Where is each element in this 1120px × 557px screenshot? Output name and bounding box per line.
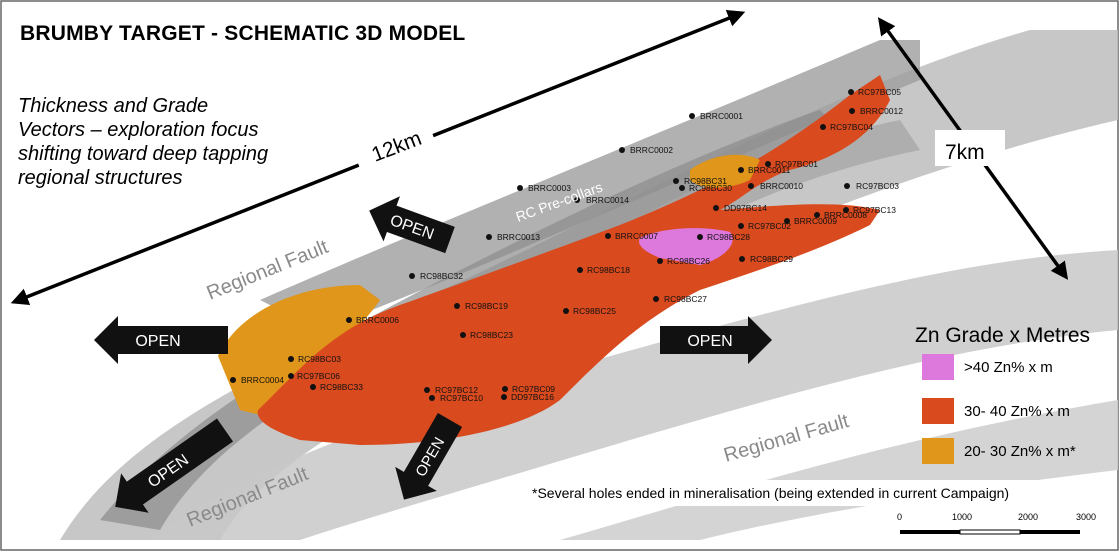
hole-label: BRRC0010 <box>760 181 803 191</box>
legend-title: Zn Grade x Metres <box>915 324 1091 347</box>
scale-bar: 0 1000 2000 3000 <box>897 512 1096 535</box>
hole-label: BRRC0009 <box>794 216 837 226</box>
hole-label: RC97BC04 <box>830 122 873 132</box>
hole-label: RC97BC05 <box>858 87 901 97</box>
legend-label: >40 Zn% x m <box>964 358 1053 376</box>
hole-label: RC97BC06 <box>297 371 340 381</box>
hole-label: BRRC0006 <box>356 315 399 325</box>
hole-label: RC98BC33 <box>320 382 363 392</box>
hole-label: RC98BC28 <box>707 232 750 242</box>
legend-label: 20- 30 Zn% x m* <box>964 442 1076 460</box>
legend-item: 20- 30 Zn% x m* <box>922 438 1076 464</box>
fault-plane-deep <box>100 110 840 530</box>
hole-label: BRRC0007 <box>615 231 658 241</box>
hole-label: RC97BC03 <box>856 181 899 191</box>
hole-label: RC98BC23 <box>470 330 513 340</box>
scale-tick: 3000 <box>1076 512 1096 522</box>
hole-label: RC98BC27 <box>664 294 707 304</box>
hole-label: BRRC0012 <box>860 106 903 116</box>
hole-label: RC97BC12 <box>435 385 478 395</box>
hole-label: RC97BC02 <box>748 221 791 231</box>
length-label-bg <box>351 117 439 179</box>
hole-label: RC97BC09 <box>512 384 555 394</box>
subtitle: Thickness and Grade Vectors – exploratio… <box>18 95 269 189</box>
hole-label: RC98BC29 <box>750 254 793 264</box>
legend-swatch-high <box>922 354 954 380</box>
zone-low-grade-west <box>218 285 380 418</box>
hole-label: RC97BC13 <box>853 205 896 215</box>
hole-label: BRRC0004 <box>241 375 284 385</box>
hole-label: RC97BC01 <box>775 159 818 169</box>
hole-label: DD97BC14 <box>724 203 767 213</box>
legend-swatch-low <box>922 438 954 464</box>
scale-tick: 0 <box>897 512 902 522</box>
open-label: OPEN <box>687 333 732 350</box>
page-title: BRUMBY TARGET - SCHEMATIC 3D MODEL <box>20 22 466 45</box>
legend-swatch-mid <box>922 398 954 424</box>
open-arrow-upper: OPEN <box>369 196 455 254</box>
hole-label: RC98BC03 <box>298 354 341 364</box>
open-arrow-east: OPEN <box>660 316 772 364</box>
legend-item: >40 Zn% x m <box>922 354 1053 380</box>
fault-plane-middle <box>150 250 1118 540</box>
hole-label: RC98BC19 <box>465 301 508 311</box>
hole-label: BRRC0008 <box>824 210 867 220</box>
hole-label: BRRC0001 <box>700 111 743 121</box>
open-label: OPEN <box>135 333 180 350</box>
hole-label: RC97BC10 <box>440 393 483 403</box>
scale-tick: 2000 <box>1018 512 1038 522</box>
hole-label: RC98BC18 <box>587 265 630 275</box>
footnote: *Several holes ended in mineralisation (… <box>524 480 1102 506</box>
hole-label: BRRC0011 <box>748 165 791 175</box>
hole-label: BRRC0013 <box>497 232 540 242</box>
legend-item: 30- 40 Zn% x m <box>922 398 1070 424</box>
hole-label: RC98BC25 <box>573 306 616 316</box>
hole-label: RC98BC32 <box>420 271 463 281</box>
width-label: 7km <box>945 141 985 164</box>
hole-label: RC98BC30 <box>689 183 732 193</box>
scale-tick: 1000 <box>952 512 972 522</box>
hole-label: BRRC0002 <box>630 145 673 155</box>
width-label-bg <box>935 130 1005 166</box>
legend-label: 30- 40 Zn% x m <box>964 402 1070 420</box>
open-arrow-west: OPEN <box>94 316 228 364</box>
hole-label: RC98BC26 <box>667 256 710 266</box>
hole-label: DD97BC16 <box>511 392 554 402</box>
